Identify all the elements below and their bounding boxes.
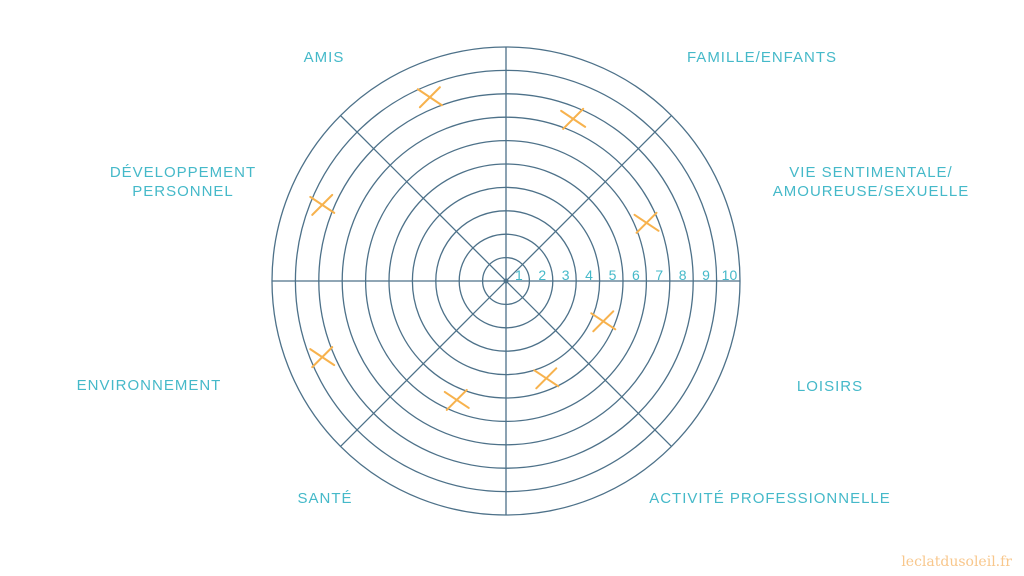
watermark: leclatdusoleil.fr (901, 554, 1012, 570)
scale-label-9: 9 (702, 267, 710, 283)
scale-label-5: 5 (609, 267, 617, 283)
sector-label-developpement-personnel: DÉVELOPPEMENT PERSONNEL (109, 164, 257, 200)
score-mark-4-b (535, 367, 558, 390)
center-dot (503, 278, 509, 284)
score-mark-6-b (311, 346, 334, 369)
sector-label-vie-sentimentale: VIE SENTIMENTALE/ AMOUREUSE/SEXUELLE (772, 164, 970, 200)
sector-label-loisirs: LOISIRS (796, 378, 864, 395)
sector-label-sante: SANTÉ (297, 490, 353, 507)
scale-label-8: 8 (679, 267, 687, 283)
scale-label-6: 6 (632, 267, 640, 283)
scale-label-4: 4 (585, 267, 593, 283)
scale-label-2: 2 (538, 267, 546, 283)
scale-label-1: 1 (515, 267, 523, 283)
scale-label-10: 10 (722, 267, 738, 283)
sector-label-famille: FAMILLE/ENFANTS (686, 49, 838, 66)
sector-label-amis: AMIS (303, 49, 345, 66)
score-mark-5-b (445, 388, 468, 411)
sector-label-activite-professionnelle: ACTIVITÉ PROFESSIONNELLE (649, 490, 891, 507)
score-mark-3-b (592, 310, 615, 333)
score-mark-2-b (635, 211, 658, 234)
score-mark-7-b (311, 193, 334, 216)
score-mark-1-b (562, 107, 585, 130)
scale-label-3: 3 (562, 267, 570, 283)
sector-label-environnement: ENVIRONNEMENT (76, 377, 222, 394)
scale-label-7: 7 (655, 267, 663, 283)
score-mark-0-b (418, 86, 441, 109)
